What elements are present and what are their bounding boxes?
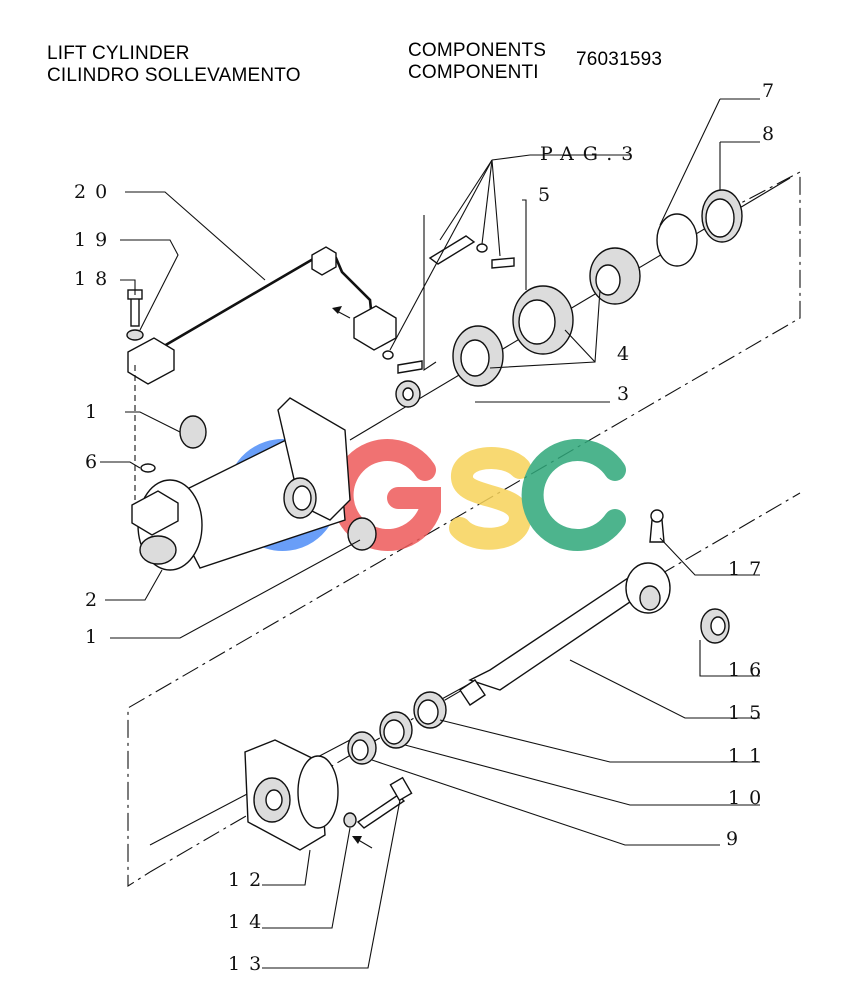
callout-3: 3: [617, 383, 638, 405]
title-italian: CILINDRO SOLLEVAMENTO: [47, 65, 301, 86]
bolt-and-washer: [126, 289, 144, 341]
title-english: LIFT CYLINDER: [47, 43, 190, 64]
callout-2: 2: [85, 589, 106, 611]
callout-14: 14: [228, 911, 270, 933]
part-code: 76031593: [576, 49, 663, 70]
callout-9: 9: [726, 828, 747, 850]
callout-4: 4: [617, 343, 638, 365]
watermark-letter-s: [449, 446, 532, 550]
callout-10: 10: [728, 787, 770, 809]
callout-pag3: PAG.3: [540, 143, 642, 165]
callout-15: 15: [728, 702, 770, 724]
seal-rings-lower: [347, 691, 447, 765]
piston-rod-assembly: [459, 509, 730, 706]
callout-17: 17: [728, 558, 770, 580]
seal-rings-upper: [395, 189, 743, 408]
leader-lines: [100, 98, 760, 969]
callout-12: 12: [228, 869, 270, 891]
section-italian: COMPONENTI: [408, 62, 539, 83]
cylinder-barrel: [131, 365, 377, 571]
callout-8: 8: [762, 123, 783, 145]
callout-19: 19: [74, 229, 116, 251]
callout-1-upper: 1: [85, 401, 106, 423]
callout-20: 20: [74, 181, 116, 203]
callout-labels: 20 19 18 1 6 2 1 PAG.3 5 7 8 4 3 17 16 1…: [74, 80, 783, 975]
pipe-assembly: [127, 246, 397, 385]
callout-5: 5: [538, 184, 559, 206]
end-cap-assembly: [244, 739, 413, 851]
callout-18: 18: [74, 268, 116, 290]
callout-16: 16: [728, 659, 770, 681]
callout-7: 7: [762, 80, 783, 102]
callout-6: 6: [85, 451, 106, 473]
watermark-letter-c2: [521, 439, 626, 551]
callout-11: 11: [728, 745, 770, 767]
callout-13: 13: [228, 953, 270, 975]
section-english: COMPONENTS: [408, 40, 547, 61]
pag3-small-parts: [382, 154, 531, 374]
callout-1-lower: 1: [85, 626, 106, 648]
